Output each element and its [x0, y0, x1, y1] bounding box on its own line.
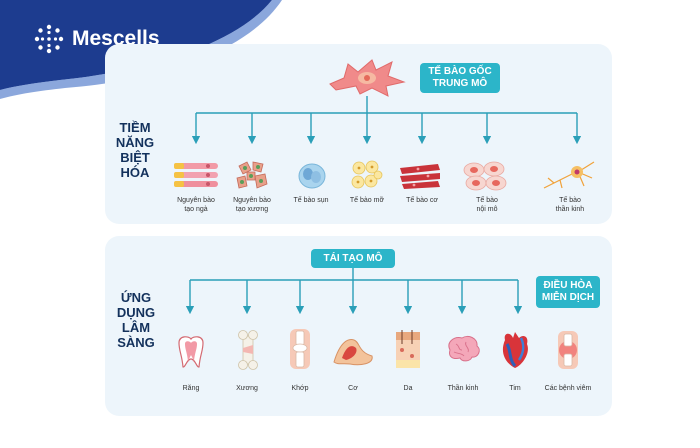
label-joint: Khớp	[291, 385, 309, 392]
label-adipocyte: Tế bào mỡ	[349, 197, 385, 204]
chondrocyte-cell-icon	[298, 163, 326, 189]
muscle-cell-icon	[400, 164, 440, 189]
label-tooth: Răng	[182, 385, 200, 392]
differentiation-heading: TIỀM NĂNG BIỆT HÓA	[115, 120, 155, 180]
label-odontoblast: Nguyên bào tạo ngà	[177, 197, 215, 213]
label-muscle: Cơ	[348, 385, 358, 392]
label-heart: Tim	[509, 385, 521, 392]
label-neuron: Tế bào thần kinh	[555, 197, 585, 213]
tissue-regeneration-tag: TÁI TẠO MÔ	[311, 249, 395, 268]
label-skin: Da	[403, 385, 413, 392]
osteoblast-cell-icon	[236, 161, 268, 189]
knee-joint-icon	[290, 329, 310, 369]
bone-icon	[238, 330, 258, 370]
mesenchymal-stem-cell-icon	[329, 59, 406, 97]
odontoblast-cell-icon	[174, 163, 218, 187]
neuron-cell-icon	[543, 161, 595, 189]
label-nerve: Thần kinh	[447, 385, 479, 392]
heart-icon	[502, 332, 528, 368]
skin-icon	[396, 330, 420, 368]
endothelial-cell-icon	[463, 161, 507, 191]
inflamed-joint-icon	[558, 331, 578, 369]
muscle-icon	[333, 339, 373, 366]
brain-icon	[448, 335, 480, 362]
adipocyte-cell-icon	[351, 160, 383, 189]
stem-cell-tag: TẾ BÀO GỐC TRUNG MÔ	[420, 63, 500, 93]
label-endothelial: Tế bào nội mô	[476, 197, 498, 213]
label-inflammatory-diseases: Các bệnh viêm	[544, 385, 592, 392]
immune-modulation-tag: ĐIỀU HÒA MIỄN DỊCH	[536, 276, 600, 308]
tooth-icon	[178, 336, 204, 368]
label-chondrocyte: Tế bào sụn	[293, 197, 329, 204]
mescells-logo-icon	[34, 24, 64, 54]
label-bone: Xương	[236, 385, 258, 392]
label-muscle-cell: Tế bào cơ	[406, 197, 438, 204]
label-osteoblast: Nguyên bào tạo xương	[233, 197, 271, 213]
clinical-application-heading: ỨNG DỤNG LÂM SÀNG	[116, 290, 156, 350]
